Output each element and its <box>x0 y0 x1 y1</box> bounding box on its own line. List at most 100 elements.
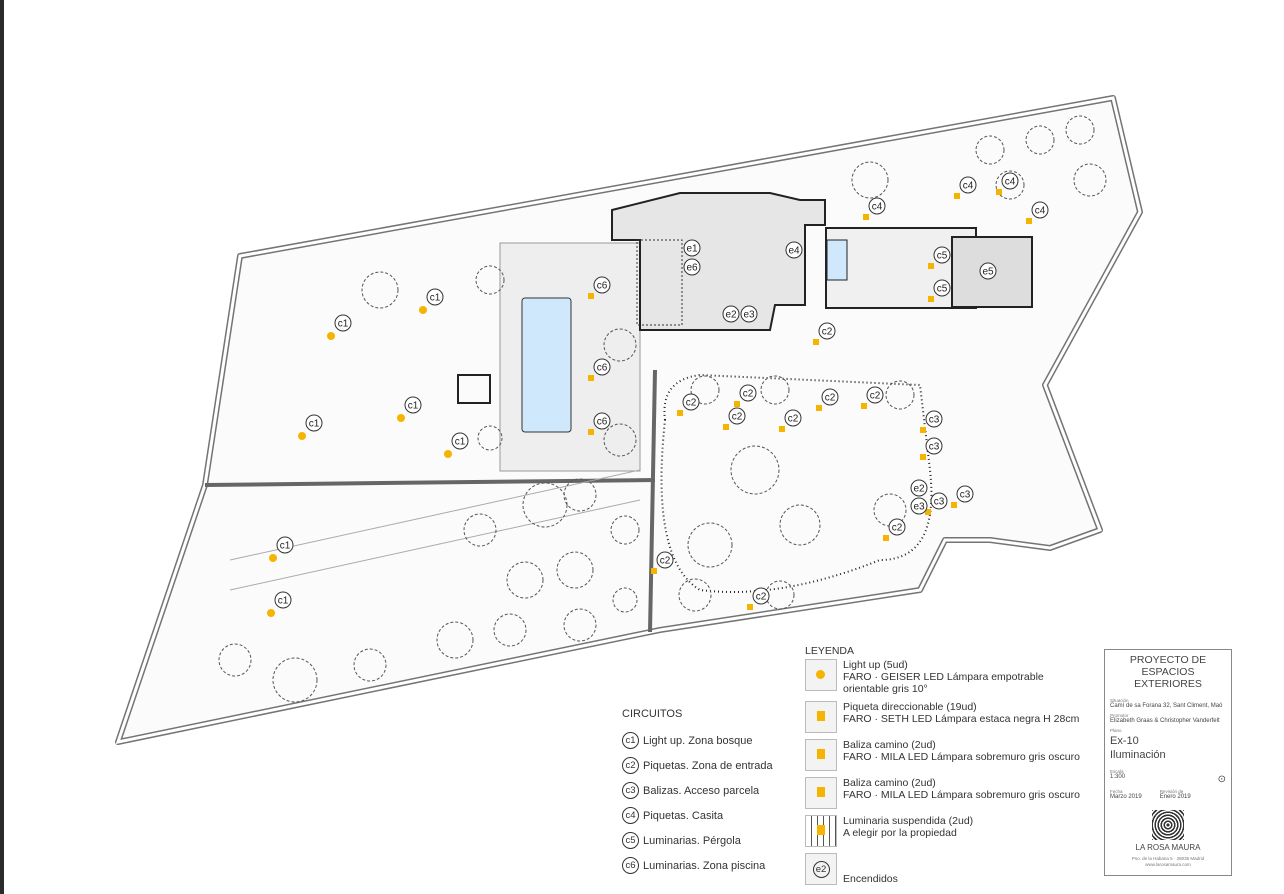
light-fixture-icon <box>1026 218 1032 224</box>
light-fixture-icon <box>779 426 785 432</box>
tree-icon <box>475 265 505 295</box>
marker-label: c2 <box>732 412 743 423</box>
legend-desc: FARO · GEISER LED Lámpara empotrable <box>843 671 1044 683</box>
tree-icon <box>218 643 252 677</box>
light-fixture-icon <box>588 429 594 435</box>
marker-e3: e3 <box>910 497 928 515</box>
light-fixture-icon <box>925 509 931 515</box>
light-fixtures <box>267 189 1032 617</box>
label: Escala <box>1110 769 1124 774</box>
tree-icon <box>493 613 527 647</box>
north-arrow-icon: ⊙ <box>1217 774 1226 785</box>
marker-c4: c4 <box>1001 172 1019 190</box>
light-fixture-icon <box>734 401 740 407</box>
marker-label: c4 <box>872 202 883 213</box>
legend-label: Luminaria suspendida (2ud) <box>843 815 974 827</box>
light-up-swatch <box>805 659 837 691</box>
tree-icon <box>563 608 597 642</box>
pool <box>521 297 572 433</box>
marker-label: e5 <box>982 267 994 278</box>
luminaria-swatch <box>805 815 837 847</box>
light-fixture-icon <box>588 375 594 381</box>
tree-icon <box>272 657 318 703</box>
light-fixture-icon <box>298 432 306 440</box>
tree-icon <box>1025 125 1055 155</box>
marker-label: c6 <box>597 417 608 428</box>
studio-name: LA ROSA MAURA <box>1135 843 1201 852</box>
marker-label: c5 <box>937 284 948 295</box>
marker-c4: c4 <box>959 176 977 194</box>
tree-icon <box>687 522 733 568</box>
circuit-badge: c1 <box>622 732 639 749</box>
marker-label: c3 <box>960 490 971 501</box>
legend-item: Baliza camino (2ud)FARO · MILA LED Lámpa… <box>805 739 1080 771</box>
marker-e3: e3 <box>740 305 758 323</box>
tree-icon <box>361 271 399 309</box>
circuit-label: Light up. Zona bosque <box>643 734 753 747</box>
label: Fecha <box>1110 789 1123 794</box>
light-fixture-icon <box>996 189 1002 195</box>
marker-label: c1 <box>278 596 289 607</box>
marker-c2: c2 <box>739 384 757 402</box>
trees <box>218 115 1107 703</box>
marker-label: c6 <box>597 363 608 374</box>
tree-icon <box>436 621 474 659</box>
marker-label: e1 <box>686 244 698 255</box>
circuit-item: c3 Balizas. Acceso parcela <box>622 782 773 799</box>
circuit-label: Luminarias. Zona piscina <box>643 859 766 872</box>
legend-label: Baliza camino (2ud) <box>843 739 936 751</box>
tree-icon <box>765 580 795 610</box>
legend-desc: orientable gris 10° <box>843 683 928 695</box>
legend-label: Baliza camino (2ud) <box>843 777 936 789</box>
light-fixture-icon <box>651 568 657 574</box>
circuit-label: Luminarias. Pérgola <box>643 834 741 847</box>
label: Plano <box>1110 728 1122 733</box>
marker-label: c1 <box>338 319 349 330</box>
marker-c2: c2 <box>888 518 906 536</box>
studio-logo <box>1152 810 1184 840</box>
marker-label: e3 <box>913 502 925 513</box>
marker-c2: c2 <box>656 551 674 569</box>
marker-label: c4 <box>963 181 974 192</box>
light-fixture-icon <box>920 454 926 460</box>
circuit-label: Balizas. Acceso parcela <box>643 784 760 797</box>
marker-label: e3 <box>743 310 755 321</box>
marker-label: c1 <box>309 419 320 430</box>
marker-c1: c1 <box>426 288 444 306</box>
marker-c5: c5 <box>933 279 951 297</box>
tree-icon <box>1065 115 1095 145</box>
inner-wall <box>204 478 656 487</box>
marker-c2: c2 <box>728 407 746 425</box>
light-fixture-icon <box>954 193 960 199</box>
marker-c2: c2 <box>682 393 700 411</box>
tree-icon <box>873 493 907 527</box>
marker-label: c1 <box>430 293 441 304</box>
tree-icon <box>556 551 594 589</box>
light-fixture-icon <box>267 609 275 617</box>
light-fixture-icon <box>588 293 594 299</box>
marker-label: c2 <box>892 523 903 534</box>
baliza-swatch <box>805 739 837 771</box>
plan-code: Ex-10 <box>1110 735 1139 747</box>
light-fixture-icon <box>327 332 335 340</box>
legend-title: LEYENDA <box>805 645 855 657</box>
tree-icon <box>851 161 889 199</box>
marker-c3: c3 <box>956 485 974 503</box>
tree-icon <box>353 648 387 682</box>
circuit-badge: c2 <box>622 757 639 774</box>
marker-label: c2 <box>870 391 881 402</box>
house <box>611 192 826 331</box>
marker-label: c2 <box>756 592 767 603</box>
circuit-badge: c4 <box>622 807 639 824</box>
marker-c1: c1 <box>276 536 294 554</box>
tree-icon <box>506 561 544 599</box>
marker-label: c1 <box>280 541 291 552</box>
marker-e2: e2 <box>910 479 928 497</box>
tree-icon <box>730 445 780 495</box>
circuit-badge: c3 <box>622 782 639 799</box>
light-fixture-icon <box>863 214 869 220</box>
